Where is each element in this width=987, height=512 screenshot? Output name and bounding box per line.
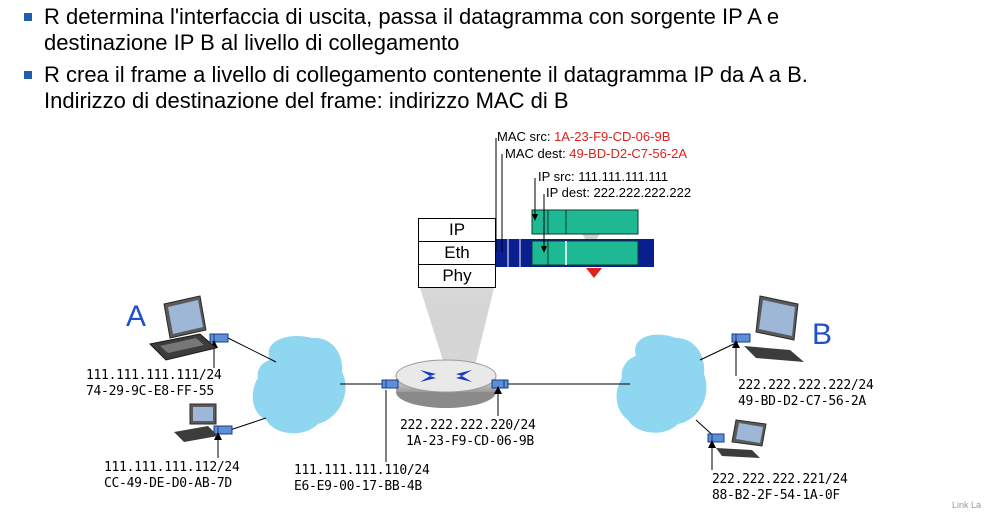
- mac-src-value: 1A-23-F9-CD-06-9B: [554, 129, 671, 144]
- host-a2-mac: CC-49-DE-D0-AB-7D: [104, 476, 232, 491]
- host-b-laptop-icon: [744, 295, 804, 362]
- bullet-1-line-2: destinazione IP B al livello di collegam…: [44, 30, 460, 55]
- host-a-mac: 74-29-9C-E8-FF-55: [86, 384, 214, 399]
- router-icon: [395, 359, 497, 408]
- ip-src-value: 111.111.111.111: [578, 169, 669, 184]
- mac-src-annotation: MAC src: 1A-23-F9-CD-06-9B: [497, 129, 670, 144]
- bullet-1: R determina l'interfaccia di uscita, pas…: [24, 4, 780, 56]
- mac-dest-label: MAC dest:: [505, 146, 570, 161]
- mac-src-label: MAC src:: [497, 129, 555, 144]
- stack-beam: [420, 288, 494, 370]
- interface-connectors: [209, 333, 751, 443]
- router-right-mac: 1A-23-F9-CD-06-9B: [406, 434, 534, 449]
- footer-text: Link La: [952, 500, 982, 510]
- bullet-2: R crea il frame a livello di collegament…: [24, 62, 808, 114]
- bullet-1-line-1: R determina l'interfaccia di uscita, pas…: [44, 4, 780, 29]
- host-b2-ip: 222.222.222.221/24: [712, 472, 848, 487]
- ip-dest-annotation: IP dest: 222.222.222.222: [546, 185, 691, 200]
- ip-dest-value: 222.222.222.222: [593, 185, 692, 200]
- host-b2-desktop-icon: [716, 419, 767, 458]
- bullet-2-line-1: R crea il frame a livello di collegament…: [44, 62, 808, 87]
- host-b-label: B: [812, 318, 833, 351]
- bullet-square-icon: [24, 71, 32, 79]
- host-a-ip: 111.111.111.111/24: [86, 368, 222, 383]
- host-a-laptop-icon: [148, 295, 218, 361]
- encapsulated-datagram: [531, 240, 639, 266]
- host-b-mac: 49-BD-D2-C7-56-2A: [738, 394, 866, 409]
- host-b2-mac: 88-B2-2F-54-1A-0F: [712, 488, 840, 503]
- host-a2-ip: 111.111.111.112/24: [104, 460, 240, 475]
- router-left-ip: 111.111.111.110/24: [294, 463, 430, 478]
- router-right-ip: 222.222.222.220/24: [400, 418, 536, 433]
- callout-lines: [495, 138, 545, 252]
- ip-datagram: [531, 209, 639, 235]
- subnet-b-cloud: [616, 334, 707, 433]
- ip-src-annotation: IP src: 111.111.111.111: [538, 169, 668, 184]
- payload-beam: [582, 234, 600, 240]
- stack-layer-phy: Phy: [418, 264, 496, 288]
- host-a-label: A: [126, 300, 147, 333]
- router-left-mac: E6-E9-00-17-BB-4B: [294, 479, 422, 494]
- ip-src-label: IP src:: [538, 169, 579, 184]
- mac-dest-annotation: MAC dest: 49-BD-D2-C7-56-2A: [505, 146, 687, 161]
- bullet-square-icon: [24, 13, 32, 21]
- stack-layer-eth: Eth: [418, 241, 496, 265]
- ip-dest-label: IP dest:: [546, 185, 594, 200]
- bullet-2-line-2: Indirizzo di destinazione del frame: ind…: [44, 88, 569, 113]
- host-b-ip: 222.222.222.222/24: [738, 378, 874, 393]
- subnet-a-cloud: [252, 336, 346, 434]
- host-a2-desktop-icon: [174, 403, 218, 442]
- stack-layer-ip: IP: [418, 218, 496, 242]
- mac-dest-value: 49-BD-D2-C7-56-2A: [569, 146, 688, 161]
- red-marker-icon: [586, 268, 602, 278]
